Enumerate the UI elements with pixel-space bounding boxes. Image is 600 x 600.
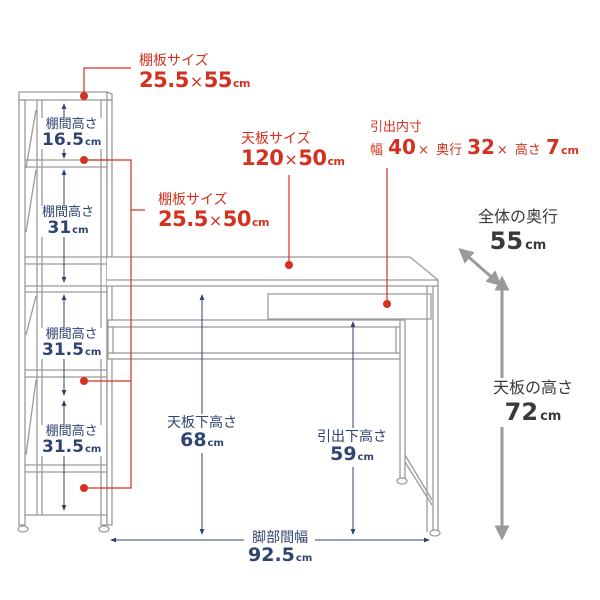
top-shelf-size-title: 棚板サイズ (139, 53, 209, 69)
under-drawer-height-label: 引出下高さ 59cm (314, 428, 390, 467)
shelf-size-title: 棚板サイズ (158, 192, 228, 208)
desktop-size-title: 天板サイズ (241, 131, 311, 147)
desktop-size-callout: 天板サイズ 120×50cm (241, 131, 345, 170)
shelf-gap-label-3: 棚間高さ 31.5cm (41, 327, 103, 360)
desktop-size-value: 120×50cm (241, 145, 345, 170)
top-shelf-size-value: 25.5×55cm (139, 67, 250, 92)
shelf-gap-label-1: 棚間高さ 16.5cm (41, 117, 103, 150)
red-callout-dots (80, 92, 391, 492)
shelf-size-callout: 棚板サイズ 25.5×50cm (158, 193, 269, 230)
shelf-size-value: 25.5×50cm (158, 206, 269, 231)
shelf-gap-label-2: 棚間高さ 31cm (41, 205, 96, 238)
shelf-gap-label-4: 棚間高さ 31.5cm (41, 424, 103, 457)
under-desk-height-label: 天板下高さ 68cm (164, 414, 240, 453)
leg-span-width-label: 脚部間幅 92.5cm (245, 531, 316, 566)
shelf-unit (17, 91, 113, 533)
desk-body (107, 256, 441, 537)
red-callout-lines (83, 67, 388, 489)
drawer-inner-size-title: 引出内寸 (370, 120, 423, 135)
drawer-inner-size-value: 幅 40× 奥行 32× 高さ 7cm (370, 134, 579, 159)
top-shelf-size-callout: 棚板サイズ 25.5×55cm (139, 54, 250, 91)
drawer-inner-size-callout: 引出内寸 幅 40× 奥行 32× 高さ 7cm (370, 121, 579, 158)
